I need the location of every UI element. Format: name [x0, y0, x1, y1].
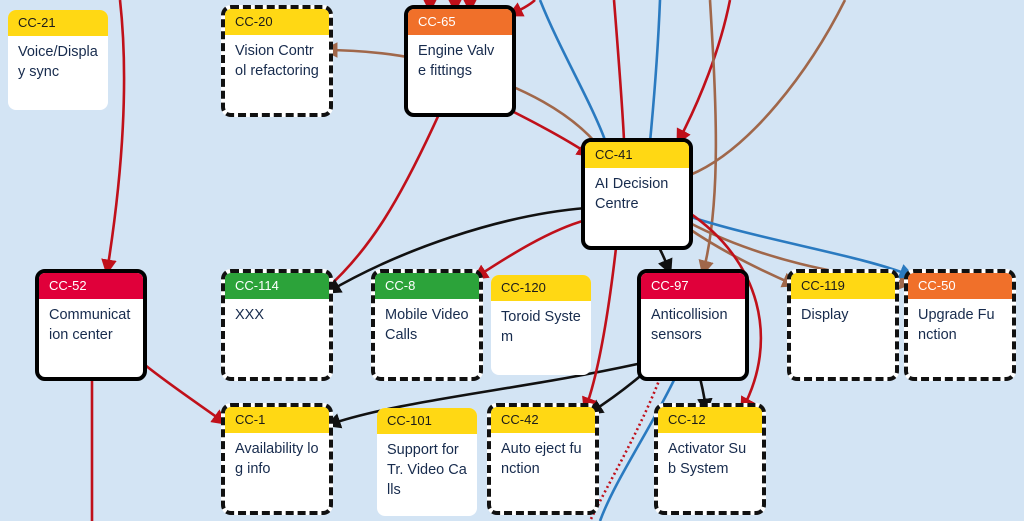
issue-key: CC-52 — [39, 273, 143, 299]
edge-offscreen-blue-13 — [598, 377, 677, 521]
issue-title: AI Decision Centre — [595, 176, 669, 212]
issue-key: CC-8 — [375, 273, 479, 299]
edge-offscreen-blue-5 — [538, 0, 607, 141]
issue-key: CC-41 — [585, 142, 689, 168]
issue-key: CC-1 — [225, 407, 329, 433]
issue-key: CC-119 — [791, 273, 895, 299]
issue-title: Upgrade Function — [918, 307, 995, 343]
issue-title: Availability log info — [235, 441, 319, 477]
issue-title: Activator Sub System — [668, 441, 747, 477]
issue-key: CC-65 — [408, 9, 512, 35]
edge-cc-41-to-cc-12 — [687, 210, 763, 413]
edge-cc-41-to-cc-42 — [582, 247, 618, 413]
issue-key: CC-42 — [491, 407, 595, 433]
issue-key: CC-50 — [908, 273, 1012, 299]
issue-key: CC-12 — [658, 407, 762, 433]
issue-title: XXX — [235, 307, 265, 323]
issue-card-cc-41[interactable]: CC-41 AI Decision Centre — [581, 138, 693, 250]
issue-key: CC-97 — [641, 273, 745, 299]
edge-offscreen-red-8 — [676, 0, 732, 145]
edge-offscreen-brown-10 — [698, 0, 718, 277]
issue-title: Toroid System — [501, 309, 581, 345]
edge-cc-41-to-cc-114 — [325, 206, 587, 294]
edge-offscreen-red-12 — [588, 377, 662, 521]
issue-title: Vision Control refactoring — [235, 43, 319, 79]
edge-cc-41-to-cc-8 — [472, 218, 587, 280]
edge-cc-52-to-cc-1 — [144, 363, 228, 425]
issue-title: Anticollision sensors — [651, 307, 728, 343]
issue-title: Communication center — [49, 307, 131, 343]
edge-offscreen-red-6 — [612, 0, 626, 141]
issue-title: Voice/Display sync — [18, 44, 98, 80]
issue-key: CC-20 — [225, 9, 329, 35]
issue-title: Mobile Video Calls — [385, 307, 469, 343]
issue-title: Engine Valve fittings — [418, 43, 495, 79]
edge-offscreen-blue-7 — [648, 0, 662, 143]
issue-key: CC-101 — [377, 408, 477, 434]
edge-cc-41-to-cc-50 — [687, 214, 915, 279]
edge-cc-97-to-cc-42 — [587, 371, 646, 415]
issue-title: Support for Tr. Video Calls — [387, 442, 467, 498]
edge-cc-41-to-cc-119 — [687, 226, 798, 288]
edge-offscreen-brown-9 — [689, 0, 847, 177]
issue-key: CC-114 — [225, 273, 329, 299]
issue-key: CC-120 — [491, 275, 591, 301]
issue-title: Auto eject function — [501, 441, 582, 477]
edge-cc-65-to-cc-114 — [322, 111, 442, 293]
issue-title: Display — [801, 307, 849, 323]
edge-offscreen-red-0 — [101, 0, 126, 276]
issue-key: CC-21 — [8, 10, 108, 36]
